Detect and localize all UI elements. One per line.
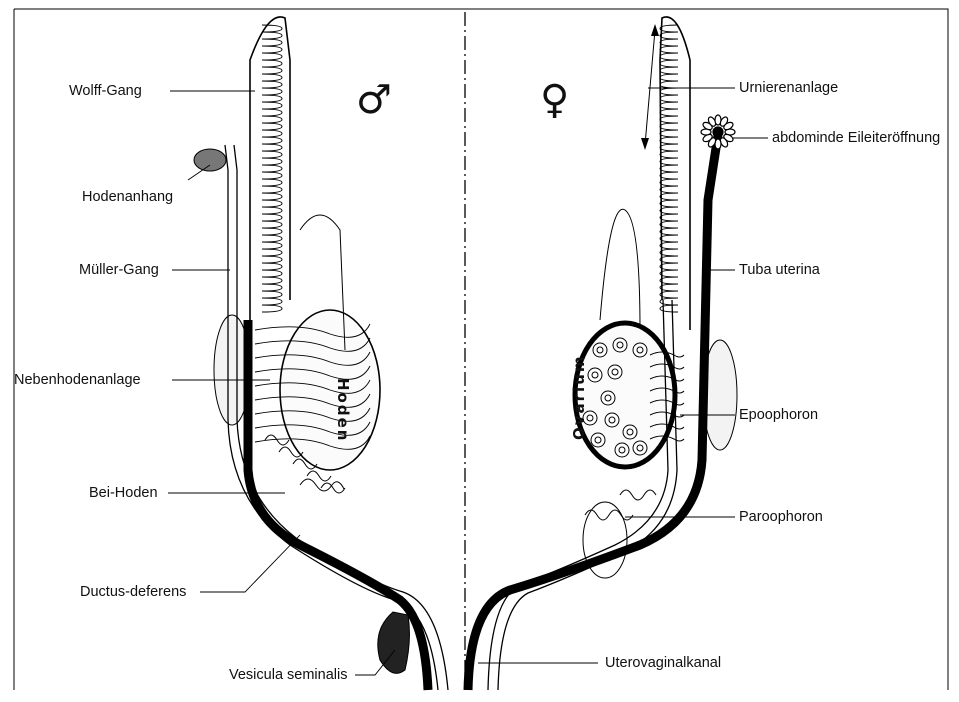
- follicle-center: [609, 417, 615, 423]
- follicle-center: [617, 342, 623, 348]
- fimbria-center: [713, 127, 723, 137]
- epididymis-loop: [300, 479, 344, 491]
- label-nebenhodenanlage: Nebenhodenanlage: [14, 371, 141, 389]
- label-ductus-deferens: Ductus-deferens: [80, 583, 186, 601]
- urniere-arrow-head-top: [651, 24, 659, 36]
- label-hoden: Hoden: [334, 378, 352, 442]
- label-eileiteroeffnung: abdominde Eileiteröffnung: [772, 129, 940, 147]
- label-mueller-gang: Müller-Gang: [79, 261, 159, 279]
- hodenanhang-bulb: [194, 149, 226, 171]
- label-wolff-gang: Wolff-Gang: [69, 82, 142, 100]
- paroophoron-loop: [620, 490, 656, 500]
- follicle-center: [637, 347, 643, 353]
- label-hodenanhang: Hodenanhang: [82, 188, 173, 206]
- label-uterovaginalkanal: Uterovaginalkanal: [605, 654, 721, 672]
- female-lower-fold: [583, 502, 627, 578]
- label-ovarium: Ovarium: [570, 355, 588, 441]
- male-wolff-outline: [250, 17, 290, 330]
- male-tubule-loop: [262, 25, 282, 312]
- follicle-center: [619, 447, 625, 453]
- paroophoron-loop: [585, 510, 633, 520]
- urniere-arrow-head-bottom: [641, 138, 649, 150]
- label-urnierenanlage: Urnierenanlage: [739, 79, 838, 97]
- label-paroophoron: Paroophoron: [739, 508, 823, 526]
- fimbriae: [701, 115, 735, 149]
- male-symbol-icon: ♂: [356, 80, 392, 120]
- leader-lines: [168, 88, 768, 675]
- follicle-center: [595, 437, 601, 443]
- label-tuba-uterina: Tuba uterina: [739, 261, 820, 279]
- follicle-center: [597, 347, 603, 353]
- follicle-center: [605, 395, 611, 401]
- male-urniere-tubules: [262, 25, 282, 312]
- follicle-center: [627, 429, 633, 435]
- follicle-center: [592, 372, 598, 378]
- follicle-center: [612, 369, 618, 375]
- urniere-arrow: [645, 30, 655, 145]
- female-symbol-icon: ♀: [540, 80, 569, 120]
- follicle-center: [637, 445, 643, 451]
- label-epoophoron: Epoophoron: [739, 406, 818, 424]
- label-bei-hoden: Bei-Hoden: [89, 484, 158, 502]
- female-tubule-loop: [660, 25, 678, 312]
- female-gonad-ridge: [600, 209, 640, 330]
- vesicula-seminalis-shape: [378, 612, 410, 673]
- female-urniere-tubules: [660, 25, 678, 312]
- label-vesicula-seminalis: Vesicula seminalis: [229, 666, 347, 684]
- leader-ductus: [200, 535, 300, 592]
